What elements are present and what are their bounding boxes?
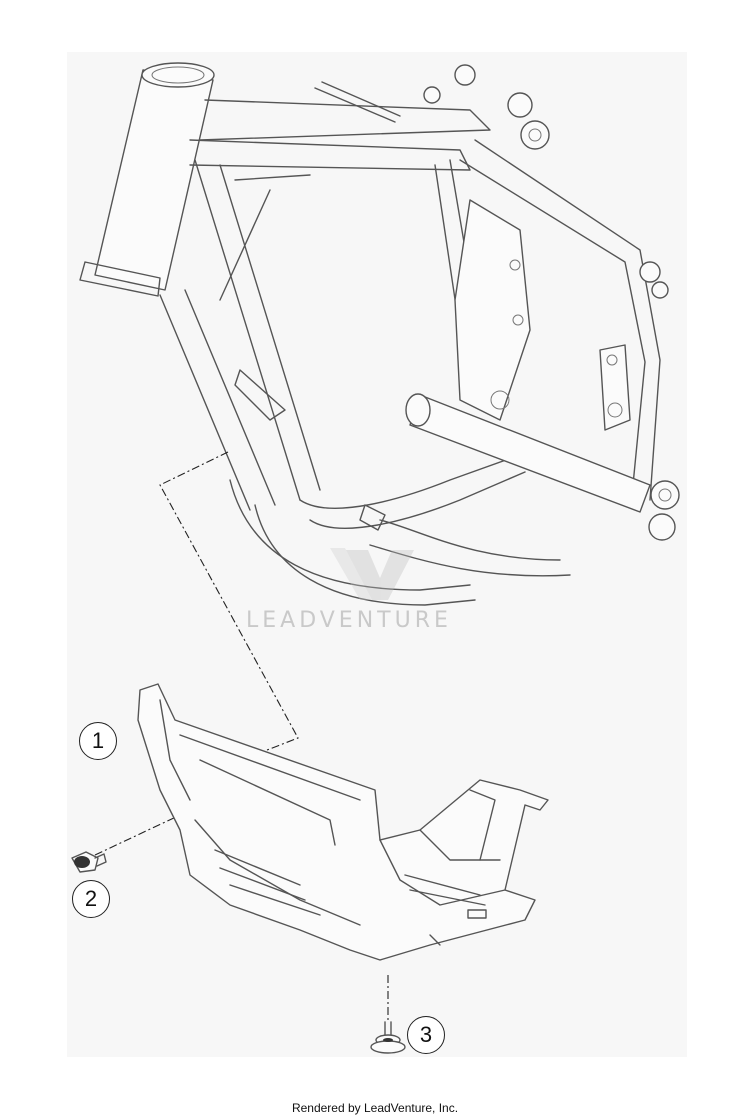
callout-2: 2 [72, 880, 110, 918]
callout-1: 1 [79, 722, 117, 760]
watermark-text: LEADVENTURE [246, 608, 452, 633]
footer-credit: Rendered by LeadVenture, Inc. [291, 1101, 459, 1115]
watermark-logo [330, 548, 414, 600]
callout-3: 3 [407, 1016, 445, 1054]
screw-part-2 [71, 851, 107, 873]
screw-part-3 [370, 1021, 406, 1054]
frame-drawing [79, 62, 680, 606]
skid-plate-drawing [137, 683, 549, 961]
leader-line-frame-to-plate [159, 451, 299, 753]
